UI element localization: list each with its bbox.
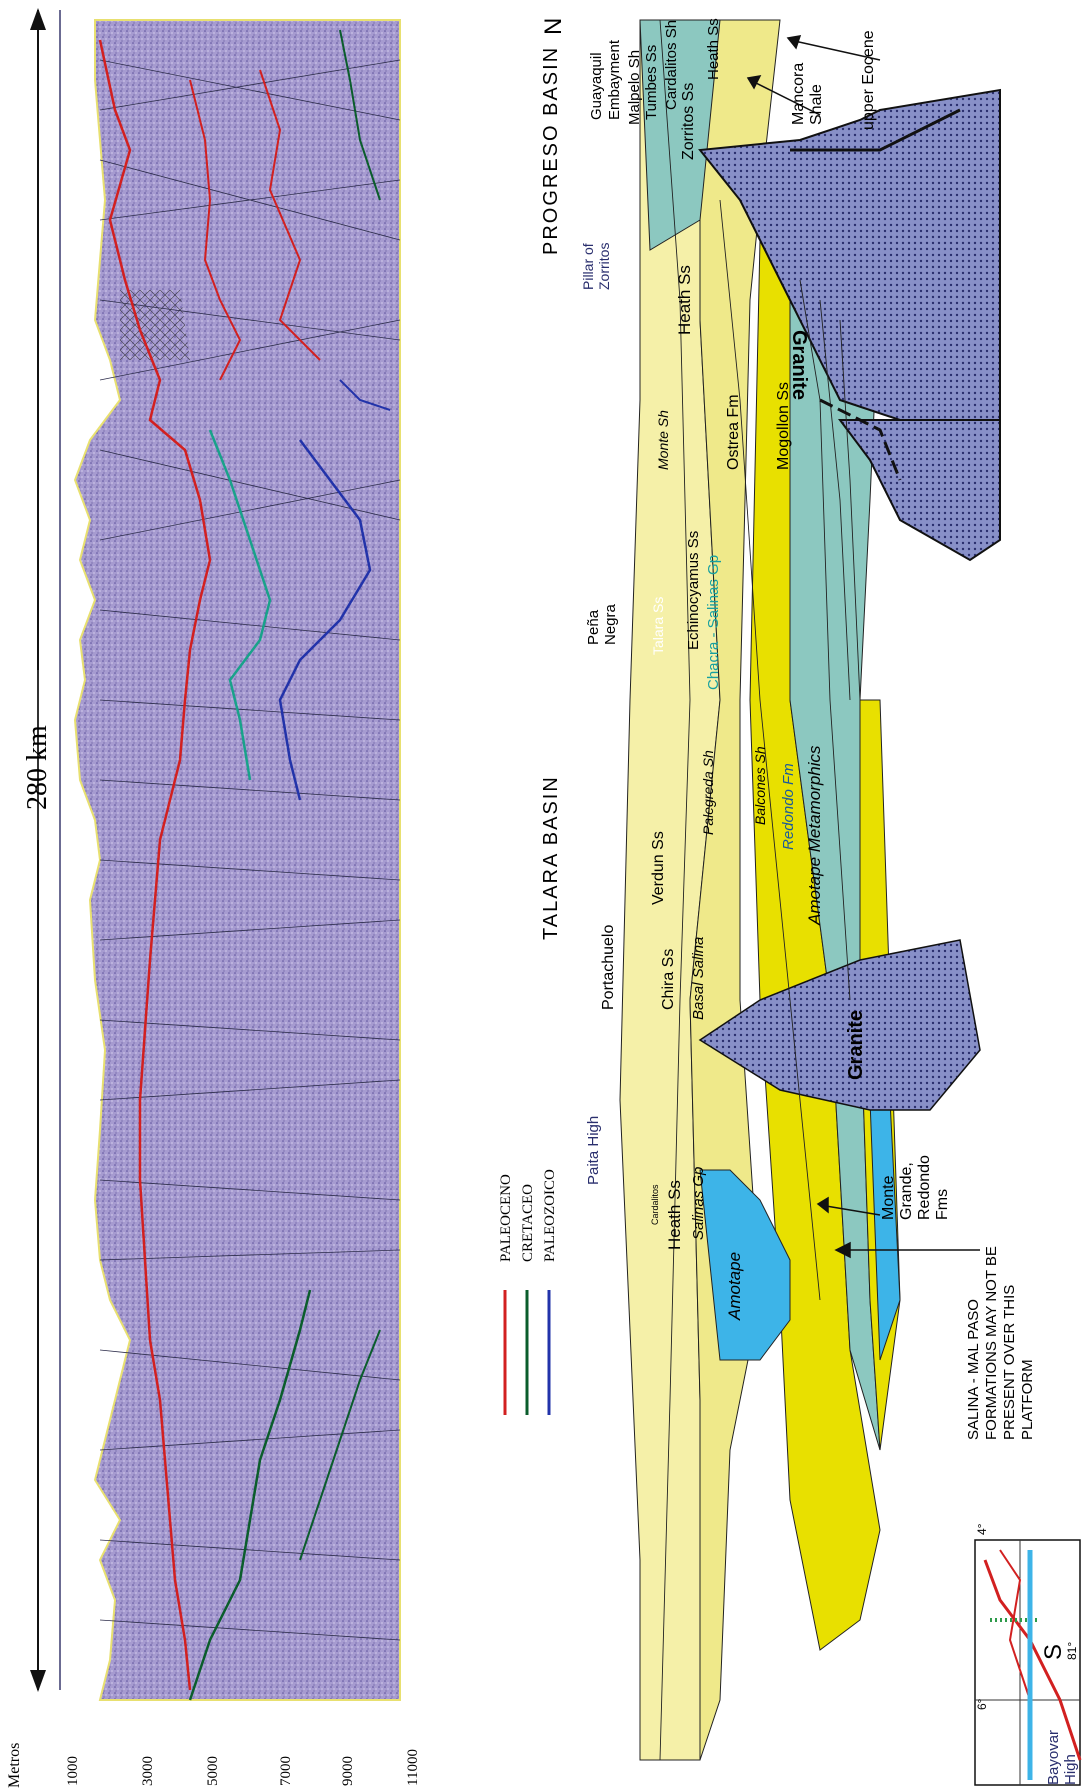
label-pillar-zorritos: Pillar of Zorritos (580, 210, 612, 290)
formation-label: Amotape Metamorphics (805, 745, 825, 925)
inset-lat-label: 6° (975, 1699, 989, 1710)
platform-note: SALINA - MAL PASO FORMATIONS MAY NOT BE … (965, 1240, 1037, 1440)
basin-talara: TALARA BASIN (540, 775, 563, 940)
formation-label: Granite (787, 330, 810, 400)
formation-label: Salinas Gp (690, 1167, 707, 1240)
formation-label: Tumbes Ss (643, 45, 660, 120)
callout-upper-eocene: upper Eocene (860, 30, 878, 130)
formation-label: Redondo Fm (780, 763, 797, 850)
formation-label: Heath Ss (665, 1180, 685, 1250)
label-bayovar-high: Bayovar High (1045, 1705, 1079, 1785)
formation-label: Monte Sh (655, 410, 671, 470)
formation-label: Echinocyamus Ss (685, 531, 702, 650)
callout-monte-grande: Monte Grande, Redondo Fms (880, 1120, 952, 1220)
label-paita-high: Paita High (585, 1115, 602, 1185)
compass-north: N (540, 18, 568, 35)
formation-label: Chira Ss (660, 949, 678, 1010)
compass-south: S (1040, 1644, 1068, 1660)
formation-label: Balcones Sh (752, 746, 768, 825)
label-portachuelo: Portachuelo (600, 925, 618, 1010)
formation-label: Granite (845, 1010, 868, 1080)
formation-label: Cardalitos (650, 1184, 660, 1225)
formation-label: Heath Ss (705, 18, 722, 80)
inset-lon-label: 81° (1065, 1642, 1079, 1660)
label-guayaquil-embayment: Guayaquil Embayment (588, 20, 624, 120)
formation-label: Ostrea Fm (725, 394, 743, 470)
formation-label: Zorritos Ss (680, 83, 698, 160)
formation-label: Verdun Ss (650, 831, 668, 905)
formation-label: Malpelo Sh (626, 50, 643, 125)
formation-label: Palegreda Sh (700, 750, 716, 835)
formation-label: Chacra - Salinas Gp (705, 555, 722, 690)
label-pena-negra: Peña Negra (585, 575, 619, 645)
formation-label: Heath Ss (675, 265, 695, 335)
formation-label: Cardalitos Sh (663, 20, 680, 110)
formation-label: Basal Salina (690, 937, 707, 1020)
basin-progreso: PROGRESO BASIN (540, 46, 563, 255)
inset-lat-label: 4° (975, 1524, 989, 1535)
callout-mancora-shale: Mancora Shale (790, 55, 826, 125)
formation-label: Talara Ss (650, 597, 666, 655)
formation-label: Amotape (725, 1252, 745, 1320)
